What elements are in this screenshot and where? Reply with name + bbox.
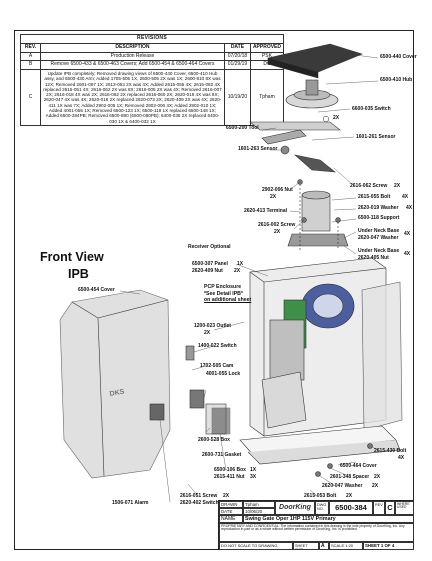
pcp-see-detail-label: *See Detail IPB* [204,290,243,297]
sheet-size-label: SHEET SIZE [293,542,319,550]
callout-6500-410-hub: 6500-410 Hub [380,77,413,83]
callout-2620-409-nut: 2620-409 Nut [192,268,223,274]
callout-2616-051-screw: 2616-051 Screw [180,493,218,499]
date-label: DATE [219,508,243,515]
callout-2615-430-qty: 4X [398,455,405,461]
table-row: C Update IPB completely; Removed drawing… [20,69,285,126]
callout-2620-047-qty: 4X [404,231,411,237]
view-title: Front View [40,250,104,264]
callout-2620-405-nut: 2620-405 Nut [358,255,389,261]
callout-1601-261-sensor: 1601-261 Sensor [356,134,396,140]
scale-label: SCALE 1:20 [329,542,363,550]
callout-2615-055-bolt: 2615-055 Bolt [358,194,391,200]
callout-6500-200-tool: 6500-200 Tool [226,125,259,131]
callout-2615-055-qty: 4X [402,194,409,200]
rev-cell: C [20,69,41,126]
callout-6500-307-qty: 1X [237,261,244,267]
callout-6500-464-cover: 6500-464 Cover [340,463,377,469]
callout-6600-035-switch: 6600-035 Switch [352,106,391,112]
callout-1601-263-sensor: 1601-263 Sensor [238,146,278,152]
callout-6500-106-qty: 1X [250,467,257,473]
callout-2620-047-qty-2: 2X [372,483,379,489]
callout-6500-307-panel: 6500-307 Panel [192,261,228,267]
callout-1400-022-switch: 1400-022 Switch [198,343,237,349]
callout-2615-430-bolt: 2615-430 Bolt [374,448,407,454]
pcp-additional-sheet-label: on additional sheet [204,297,252,303]
callout-2600-731-gasket: 2600-731 Gasket [202,452,242,458]
callout-2616-062-screw: 2616-062 Screw [350,183,388,189]
callout-1702-505-cam: 1702-505 Cam [200,363,234,369]
callout-2620-047-washer: 2620-047 Washer [358,235,399,241]
hub-shaft [305,79,319,96]
callout-2902-006-nut: 2902-006 Nut [262,187,293,193]
callout-receiver-optional: Receiver Optional [188,244,231,250]
callout-2615-053-qty: 2X [346,493,353,499]
callout-6500-106-box: 6500-106 Box [214,467,246,473]
callout-1200-023-outlet: 1200-023 Outlet [194,323,231,329]
title-block: DRAWN Tpham DATE 10/06/20 DoorKing DWG N… [218,500,414,550]
callout-2601-348-spacer: 2601-348 Spacer [330,474,370,480]
callout-6500-118-support: 6500-118 Support [358,215,400,221]
drawn-label: DRAWN [219,501,243,508]
callout-6600-035-qty: 2X [333,115,340,121]
callout-6500-454-cover: 6500-454 Cover [78,287,115,293]
pcp-enclosure-note: PCP Enclosure *See Detail IPB* on additi… [204,284,251,304]
callout-2620-019-washer: 2620-019 Washer [358,205,399,211]
callout-2600-528-box: 2600-528 Box [198,437,230,443]
drawn-by: Tpham [243,501,275,508]
revisions-table: REVISIONS REV. DESCRIPTION DATE APPROVED… [20,34,285,126]
callout-2616-002-screw: 2616-002 Screw [258,222,296,228]
callout-under-neck-base-1: Under Neck Base [358,228,400,234]
callout-2620-047-washer-2: 2620-047 Washer [322,483,363,489]
callout-2615-053-bolt: 2615-053 Bolt [304,493,337,499]
drawing-number: 6500-384 [329,501,373,515]
dwg-no-label: DWG NO. [315,501,329,515]
revision-letter: C [385,501,395,515]
callout-4001-055-lock: 4001-055 Lock [206,371,241,377]
callout-2620-402-switch: 2620-402 Switch [180,500,219,506]
sheet-size: A [319,542,329,550]
where-used-label: WHERE USED [395,501,414,515]
callout-2620-413-terminal: 2620-413 Terminal [244,208,287,214]
approved-cell: Tpham [249,69,285,126]
sheet-number: SHEET 1 OF 4 [363,542,414,550]
callout-2620-409-qty: 2X [234,268,241,274]
view-subtitle: IPB [68,267,89,281]
callout-2616-002-qty: 2X [274,229,281,235]
drawing-name: Swing Gate Oper 1HP 115V Primary [243,515,414,523]
callout-under-neck-base-2: Under Neck Base [358,248,400,254]
name-label: NAME [219,515,243,523]
callout-1200-023-qty: 2X [204,330,211,336]
svg-text:DKS: DKS [109,388,125,398]
switch-callout-symbol [322,115,330,123]
callout-2601-348-qty: 2X [374,474,381,480]
no-scale-note: DO NOT SCALE TO DRAWING [219,542,293,550]
callout-1506-071-alarm: 1506-071 Alarm [112,500,149,506]
callout-6500-440-cover: 6500-440 Cover [380,54,417,60]
callout-2616-062-qty: 2X [394,183,401,189]
callout-2615-411-nut: 2615-411 Nut [214,474,245,480]
drawing-sheet-border [14,30,414,550]
callout-2902-006-qty: 2X [270,194,277,200]
company-logo: DoorKing [275,501,315,515]
callout-2616-051-qty: 2X [223,493,230,499]
callout-2615-411-qty: 3X [250,474,257,480]
callout-2620-019-qty: 4X [406,205,413,211]
drawing-date: 10/06/20 [243,508,275,515]
callout-2620-405-qty: 4X [404,251,411,257]
proprietary-notice: PROPRIETARY AND CONFIDENTIAL: The inform… [219,523,414,542]
front-cover [59,289,171,479]
description-cell: Update IPB completely; Removed drawing v… [40,69,225,126]
pcp-enclosure-label: PCP Enclosure [204,284,242,290]
rev-label: REV [373,501,385,515]
